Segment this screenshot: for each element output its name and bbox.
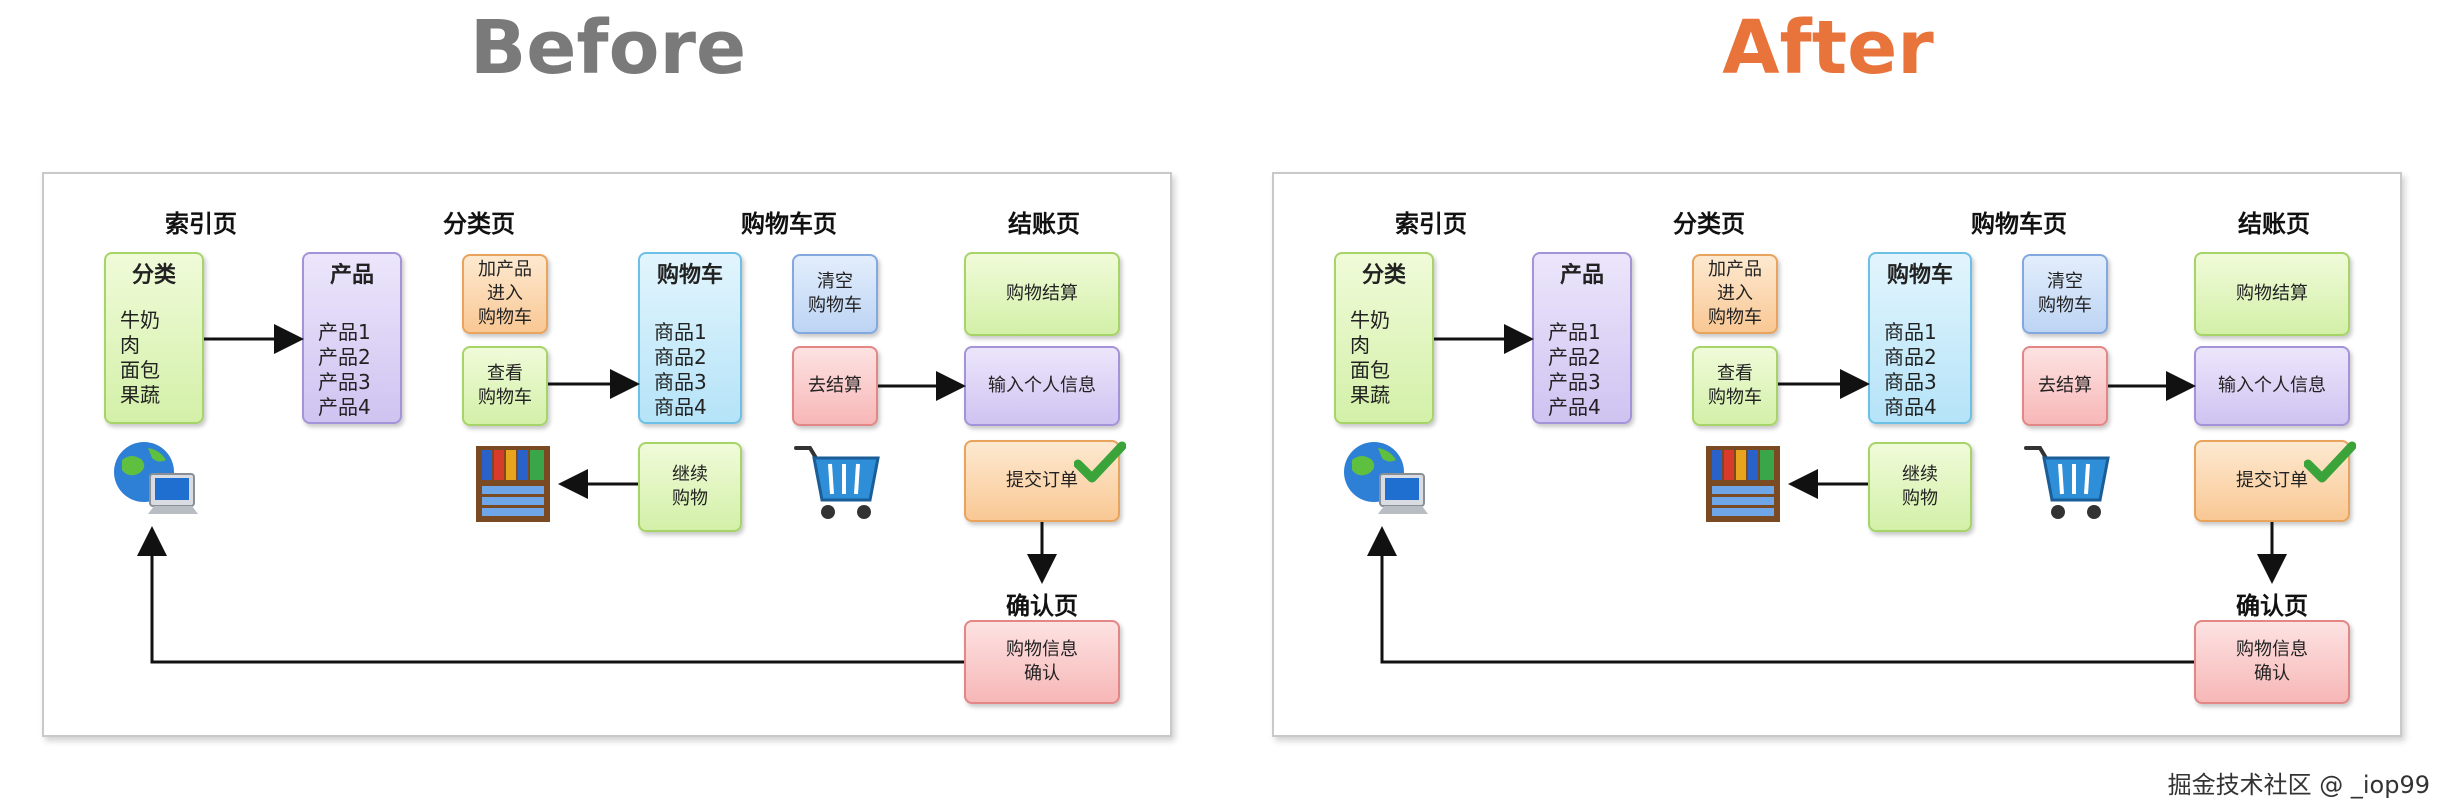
shopping-cart-icon xyxy=(794,446,880,519)
bookshelf-icon xyxy=(476,446,550,522)
list-item: 产品3 xyxy=(318,370,371,394)
arrow-confirm-to-index xyxy=(137,526,964,664)
list-item: 产品4 xyxy=(1548,395,1601,419)
list-item: 商品3 xyxy=(1884,370,1937,394)
list-item: 产品2 xyxy=(1548,345,1601,369)
before-flow-panel: 索引页 分类页 购物车页 结账页 分类 牛奶 肉 面包 果蔬 产品 产品1 产品… xyxy=(42,172,1172,737)
cart-box[interactable]: 购物车 商品1 商品2 商品3 商品4 xyxy=(638,252,742,424)
checkmark-icon xyxy=(2304,441,2356,483)
clear-cart-label: 清空 购物车 xyxy=(2038,271,2092,316)
continue-shopping-box[interactable]: 继续 购物 xyxy=(638,442,742,532)
continue-shopping-label: 继续 购物 xyxy=(672,464,708,509)
shopping-cart-icon xyxy=(2024,446,2110,519)
watermark: 掘金技术社区 @ _iop99 xyxy=(2167,771,2430,799)
list-item: 商品4 xyxy=(1884,395,1937,419)
continue-shopping-box[interactable]: 继续 购物 xyxy=(1868,442,1972,532)
list-item: 产品2 xyxy=(318,345,371,369)
flow-arrows xyxy=(1367,324,2287,664)
go-checkout-label: 去结算 xyxy=(808,375,862,396)
view-cart-label: 查看 购物车 xyxy=(1708,363,1762,408)
list-item: 牛奶 xyxy=(120,308,160,332)
add-to-cart-label: 加产品 进入 购物车 xyxy=(478,259,532,328)
category-box[interactable]: 分类 牛奶 肉 面包 果蔬 xyxy=(1334,252,1434,424)
cart-box-title: 购物车 xyxy=(1886,263,1953,288)
list-item: 产品1 xyxy=(1548,320,1601,344)
add-to-cart-box[interactable]: 加产品 进入 购物车 xyxy=(1692,254,1778,334)
list-item: 商品2 xyxy=(1884,345,1937,369)
after-heading: After xyxy=(1722,5,1934,91)
flow-arrows xyxy=(137,324,1057,664)
category-box[interactable]: 分类 牛奶 肉 面包 果蔬 xyxy=(104,252,204,424)
clear-cart-box[interactable]: 清空 购物车 xyxy=(792,254,878,334)
view-cart-box[interactable]: 查看 购物车 xyxy=(462,346,548,426)
cart-box-title: 购物车 xyxy=(656,263,723,288)
bookshelf-icon xyxy=(1706,446,1780,522)
go-checkout-box[interactable]: 去结算 xyxy=(2022,346,2108,426)
column-title-checkout: 结账页 xyxy=(1008,210,1080,238)
clear-cart-box[interactable]: 清空 购物车 xyxy=(2022,254,2108,334)
category-box-title: 分类 xyxy=(131,263,176,288)
list-item: 肉 xyxy=(1350,333,1370,357)
confirm-info-box[interactable]: 购物信息 确认 xyxy=(964,620,1120,704)
list-item: 产品4 xyxy=(318,395,371,419)
submit-order-label: 提交订单 xyxy=(2236,470,2308,491)
list-item: 肉 xyxy=(120,333,140,357)
column-title-checkout: 结账页 xyxy=(2238,210,2310,238)
globe-computer-icon xyxy=(1344,442,1428,514)
arrow-confirm-to-index xyxy=(1367,526,2194,664)
list-item: 牛奶 xyxy=(1350,308,1390,332)
input-info-label: 输入个人信息 xyxy=(988,375,1096,396)
checkout-summary-box[interactable]: 购物结算 xyxy=(2194,252,2350,336)
list-item: 商品2 xyxy=(654,345,707,369)
cart-box[interactable]: 购物车 商品1 商品2 商品3 商品4 xyxy=(1868,252,1972,424)
continue-shopping-label: 继续 购物 xyxy=(1902,464,1938,509)
add-to-cart-label: 加产品 进入 购物车 xyxy=(1708,259,1762,328)
checkout-summary-box[interactable]: 购物结算 xyxy=(964,252,1120,336)
after-flow-panel: 索引页 分类页 购物车页 结账页 分类 牛奶 肉 面包 果蔬 产品 产品1 产品… xyxy=(1272,172,2402,737)
add-to-cart-box[interactable]: 加产品 进入 购物车 xyxy=(462,254,548,334)
confirm-info-label: 购物信息 确认 xyxy=(2236,639,2308,684)
list-item: 面包 xyxy=(1350,358,1390,382)
column-title-cart: 购物车页 xyxy=(1971,210,2067,238)
product-box[interactable]: 产品 产品1 产品2 产品3 产品4 xyxy=(1532,252,1632,424)
checkout-summary-label: 购物结算 xyxy=(1006,283,1078,304)
column-title-index: 索引页 xyxy=(1395,210,1467,238)
before-heading: Before xyxy=(469,5,747,91)
list-item: 产品1 xyxy=(318,320,371,344)
confirm-page-title: 确认页 xyxy=(1006,592,1078,620)
list-item: 果蔬 xyxy=(1350,383,1390,407)
column-title-index: 索引页 xyxy=(165,210,237,238)
checkmark-icon xyxy=(1074,441,1126,483)
column-title-category: 分类页 xyxy=(1673,210,1745,238)
list-item: 面包 xyxy=(120,358,160,382)
list-item: 商品1 xyxy=(1884,320,1937,344)
list-item: 商品4 xyxy=(654,395,707,419)
submit-order-label: 提交订单 xyxy=(1006,470,1078,491)
input-info-box[interactable]: 输入个人信息 xyxy=(2194,346,2350,426)
clear-cart-label: 清空 购物车 xyxy=(808,271,862,316)
confirm-info-box[interactable]: 购物信息 确认 xyxy=(2194,620,2350,704)
list-item: 果蔬 xyxy=(120,383,160,407)
product-box[interactable]: 产品 产品1 产品2 产品3 产品4 xyxy=(302,252,402,424)
view-cart-label: 查看 购物车 xyxy=(478,363,532,408)
list-item: 商品1 xyxy=(654,320,707,344)
input-info-label: 输入个人信息 xyxy=(2218,375,2326,396)
go-checkout-label: 去结算 xyxy=(2038,375,2092,396)
confirm-page-title: 确认页 xyxy=(2236,592,2308,620)
view-cart-box[interactable]: 查看 购物车 xyxy=(1692,346,1778,426)
checkout-summary-label: 购物结算 xyxy=(2236,283,2308,304)
go-checkout-box[interactable]: 去结算 xyxy=(792,346,878,426)
list-item: 商品3 xyxy=(654,370,707,394)
column-title-category: 分类页 xyxy=(443,210,515,238)
product-box-title: 产品 xyxy=(1559,263,1604,288)
category-box-title: 分类 xyxy=(1361,263,1406,288)
list-item: 产品3 xyxy=(1548,370,1601,394)
input-info-box[interactable]: 输入个人信息 xyxy=(964,346,1120,426)
confirm-info-label: 购物信息 确认 xyxy=(1006,639,1078,684)
column-title-cart: 购物车页 xyxy=(741,210,837,238)
product-box-title: 产品 xyxy=(329,263,374,288)
globe-computer-icon xyxy=(114,442,198,514)
